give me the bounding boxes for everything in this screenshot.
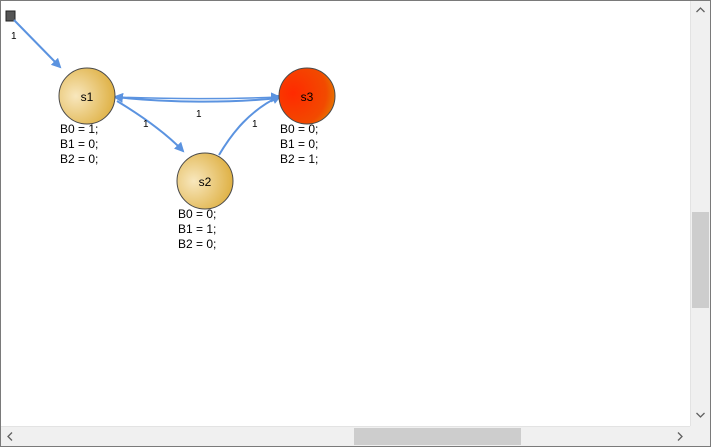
state-s2[interactable]: s2 bbox=[176, 152, 234, 210]
scroll-up-button[interactable] bbox=[692, 1, 709, 18]
state-s3[interactable]: s3 bbox=[278, 67, 336, 125]
transition-s1-s2[interactable] bbox=[116, 100, 185, 153]
vertical-scroll-thumb[interactable] bbox=[692, 212, 709, 308]
horizontal-scroll-thumb[interactable] bbox=[354, 428, 521, 445]
diagram-canvas[interactable]: 1 1 1 1 s1 B0 = 1; B1 = 0; B2 = 0; s2 B0… bbox=[0, 0, 690, 426]
state-s1-output-2: B2 = 0; bbox=[60, 152, 98, 166]
chevron-left-icon bbox=[6, 432, 12, 441]
transition-initial-s1[interactable] bbox=[13, 19, 62, 69]
scroll-left-button[interactable] bbox=[1, 428, 18, 445]
scrollbar-corner bbox=[690, 426, 710, 446]
horizontal-scrollbar[interactable] bbox=[0, 426, 709, 446]
state-s1-output-1: B1 = 0; bbox=[60, 137, 98, 151]
scroll-down-button[interactable] bbox=[692, 406, 709, 423]
state-name: s2 bbox=[199, 175, 212, 189]
transition-s2-s3[interactable] bbox=[218, 94, 282, 156]
transition-s3-s1[interactable] bbox=[113, 92, 280, 103]
state-name: s3 bbox=[301, 90, 314, 104]
state-s2-output-0: B0 = 0; bbox=[178, 207, 216, 221]
scroll-right-button[interactable] bbox=[671, 428, 688, 445]
state-s3-output-2: B2 = 1; bbox=[280, 152, 318, 166]
chevron-up-icon bbox=[696, 6, 705, 12]
state-name: s1 bbox=[81, 90, 94, 104]
transition-label-initial-s1: 1 bbox=[11, 31, 17, 42]
state-s2-output-1: B1 = 1; bbox=[178, 222, 216, 236]
chevron-right-icon bbox=[677, 432, 683, 441]
transition-s1-s3-return[interactable] bbox=[114, 92, 281, 103]
state-s2-output-2: B2 = 0; bbox=[178, 237, 216, 251]
initial-state-marker bbox=[5, 10, 16, 22]
state-s1-output-0: B0 = 1; bbox=[60, 122, 98, 136]
state-s3-output-0: B0 = 0; bbox=[280, 122, 318, 136]
chevron-down-icon bbox=[696, 412, 705, 418]
transition-label-s2-s3: 1 bbox=[252, 119, 258, 130]
state-s3-output-1: B1 = 0; bbox=[280, 137, 318, 151]
transition-label-s3-s1: 1 bbox=[196, 109, 202, 120]
vertical-scrollbar[interactable] bbox=[690, 0, 710, 426]
state-diagram: 1 1 1 1 s1 B0 = 1; B1 = 0; B2 = 0; s2 B0… bbox=[5, 10, 336, 251]
transition-label-s1-s2: 1 bbox=[143, 119, 149, 130]
state-s1[interactable]: s1 bbox=[58, 67, 116, 125]
